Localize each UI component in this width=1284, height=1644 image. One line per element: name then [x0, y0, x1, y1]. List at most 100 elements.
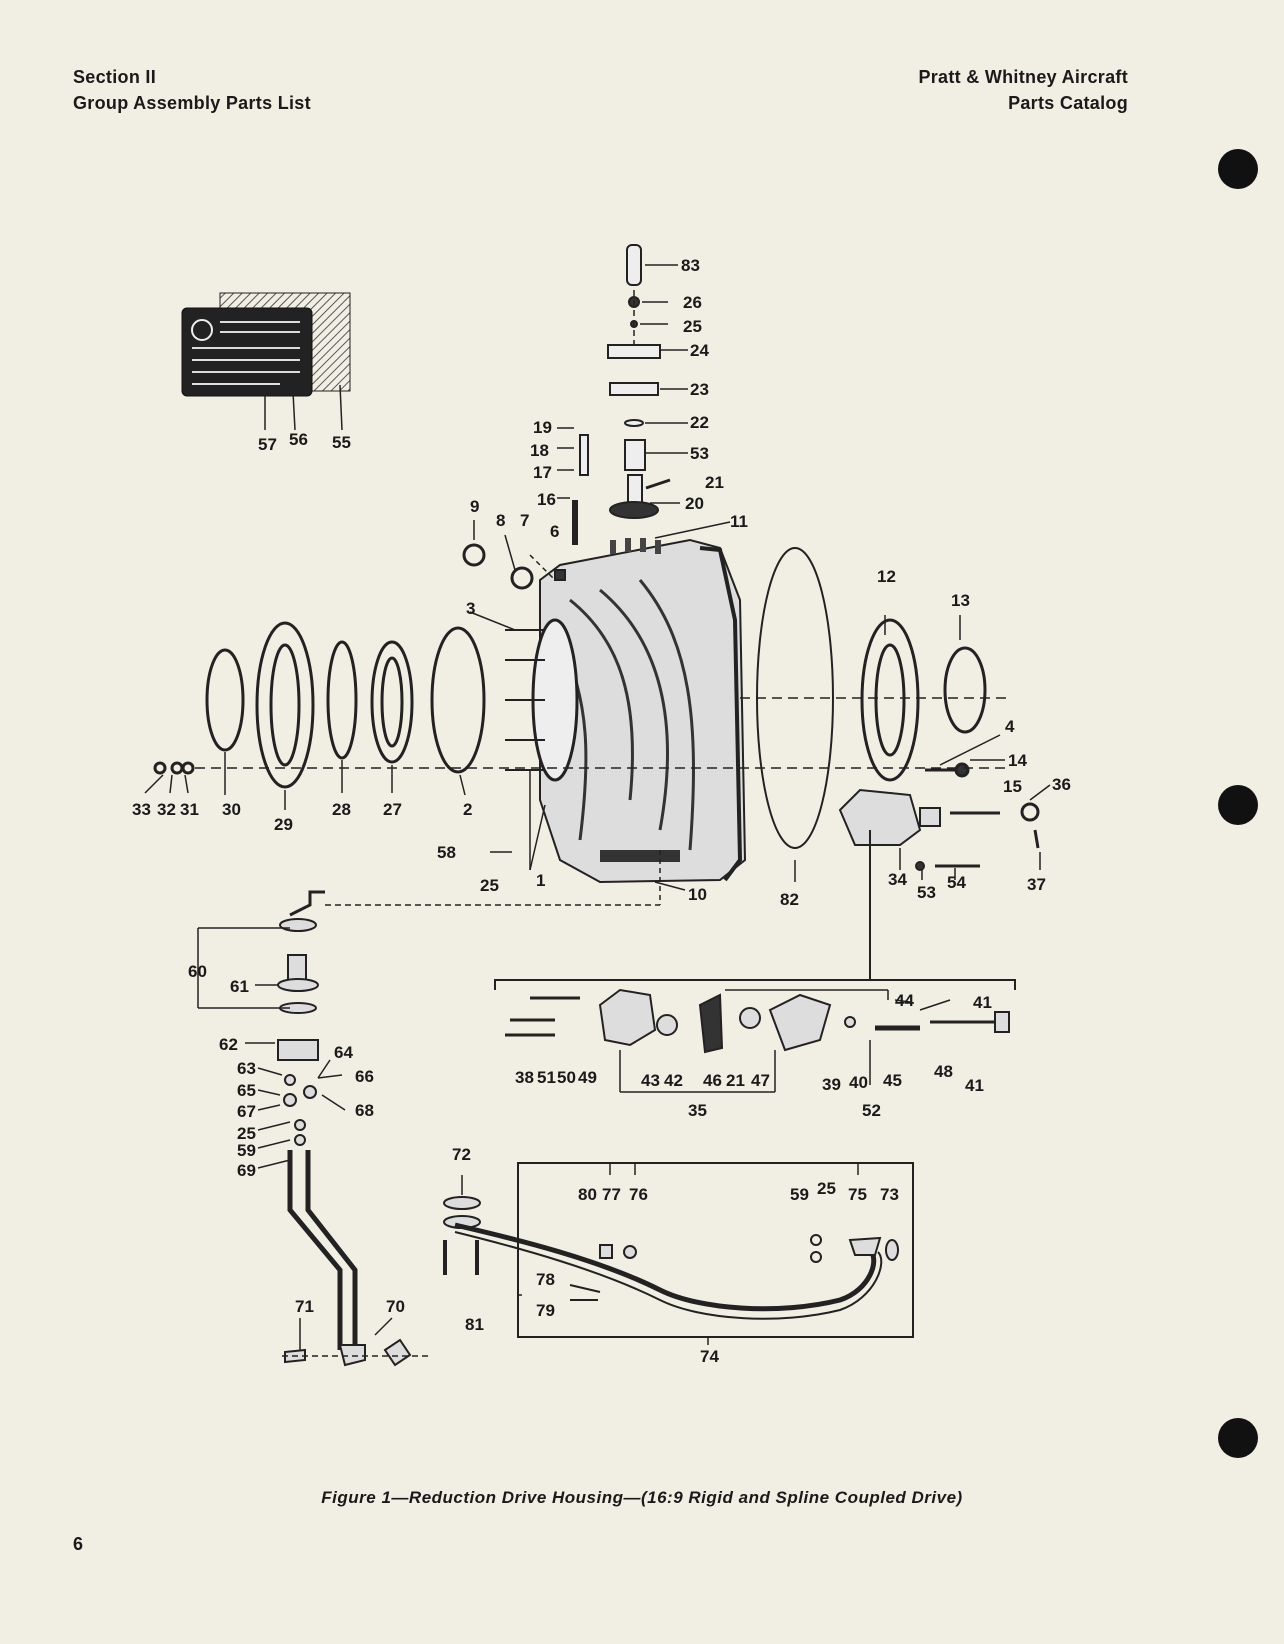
callout: 27	[383, 800, 402, 819]
callout: 36	[1052, 775, 1071, 794]
section-label: Section II	[73, 67, 157, 87]
oil-line-left	[277, 890, 412, 1367]
figure-caption: Figure 1—Reduction Drive Housing—(16:9 R…	[321, 1488, 963, 1507]
pump-detail-parts	[494, 830, 1016, 1054]
callout: 74	[700, 1347, 719, 1366]
callout: 41	[965, 1076, 984, 1095]
nameplate	[181, 307, 313, 397]
callout: 78	[536, 1270, 555, 1289]
callout: 30	[222, 800, 241, 819]
callout: 14	[1008, 751, 1027, 770]
callout: 25	[817, 1179, 836, 1198]
nameplate-group	[181, 292, 351, 397]
callout: 25	[480, 876, 499, 895]
nameplate-logo	[191, 319, 213, 341]
callout: 42	[664, 1071, 683, 1090]
callout: 69	[237, 1161, 256, 1180]
callout: 41	[973, 993, 992, 1012]
callout: 2	[463, 800, 472, 819]
callout: 10	[688, 885, 707, 904]
vertical-drive-parts	[462, 244, 671, 590]
callout: 53	[690, 444, 709, 463]
housing-rim	[699, 546, 743, 882]
callout: 51	[537, 1068, 556, 1087]
reduction-drive-housing	[505, 538, 747, 884]
callout: 59	[790, 1185, 809, 1204]
callout: 13	[951, 591, 970, 610]
callout: 34	[888, 870, 907, 889]
header-left: Section II Group Assembly Parts List	[73, 64, 311, 116]
callout: 64	[334, 1043, 353, 1062]
callout: 73	[880, 1185, 899, 1204]
callout: 21	[726, 1071, 745, 1090]
callout: 55	[332, 433, 351, 452]
callout: 7	[520, 511, 529, 530]
callout: 26	[683, 293, 702, 312]
callout: 79	[536, 1301, 555, 1320]
callout: 67	[237, 1102, 256, 1121]
binder-hole-middle	[1218, 785, 1258, 825]
callout: 9	[470, 497, 479, 516]
oil-pump-assembly	[838, 788, 1000, 871]
callout: 37	[1027, 875, 1046, 894]
callout: 77	[602, 1185, 621, 1204]
callout: 1	[536, 871, 545, 890]
callout: 59	[237, 1141, 256, 1160]
callout: 50	[557, 1068, 576, 1087]
callout: 16	[537, 490, 556, 509]
callout: 76	[629, 1185, 648, 1204]
callout: 75	[848, 1185, 867, 1204]
callout: 35	[688, 1101, 707, 1120]
callout: 57	[258, 435, 277, 454]
callout: 21	[705, 473, 724, 492]
callout: 60	[188, 962, 207, 981]
callout: 6	[550, 522, 559, 541]
header-right: Pratt & Whitney Aircraft Parts Catalog	[918, 64, 1128, 116]
front-bearing-stack	[153, 621, 486, 789]
callout: 3	[466, 599, 475, 618]
callout: 23	[690, 380, 709, 399]
callout: 17	[533, 463, 552, 482]
callout: 82	[780, 890, 799, 909]
oil-line-lower	[443, 1162, 914, 1338]
catalog-title: Parts Catalog	[1008, 93, 1128, 113]
callout: 38	[515, 1068, 534, 1087]
binder-hole-top	[1218, 149, 1258, 189]
callout-labels: 83 26 25 24 23 22 53 21 20 11 19 18 17 1…	[132, 256, 1071, 1366]
callout: 22	[690, 413, 709, 432]
callout: 39	[822, 1075, 841, 1094]
callout: 65	[237, 1081, 256, 1100]
page-number: 6	[73, 1534, 84, 1554]
callout: 70	[386, 1297, 405, 1316]
callout: 8	[496, 511, 505, 530]
publisher: Pratt & Whitney Aircraft	[918, 67, 1128, 87]
callout: 24	[690, 341, 709, 360]
callout: 61	[230, 977, 249, 996]
callout: 18	[530, 441, 549, 460]
callout: 80	[578, 1185, 597, 1204]
callout: 47	[751, 1071, 770, 1090]
callout: 71	[295, 1297, 314, 1316]
callout: 46	[703, 1071, 722, 1090]
callout: 68	[355, 1101, 374, 1120]
callout: 53	[917, 883, 936, 902]
callout: 20	[685, 494, 704, 513]
callout: 25	[683, 317, 702, 336]
callout: 11	[730, 512, 748, 531]
callout: 28	[332, 800, 351, 819]
callout: 48	[934, 1062, 953, 1081]
callout: 45	[883, 1071, 902, 1090]
callout: 81	[465, 1315, 484, 1334]
callout: 31	[180, 800, 199, 819]
callout: 32	[157, 800, 176, 819]
callout: 33	[132, 800, 151, 819]
binder-hole-bottom	[1218, 1418, 1258, 1458]
callout: 15	[1003, 777, 1022, 796]
callout: 19	[533, 418, 552, 437]
callout: 44	[895, 991, 914, 1010]
callout: 63	[237, 1059, 256, 1078]
callout: 4	[1005, 717, 1015, 736]
callout: 12	[877, 567, 896, 586]
callout: 29	[274, 815, 293, 834]
